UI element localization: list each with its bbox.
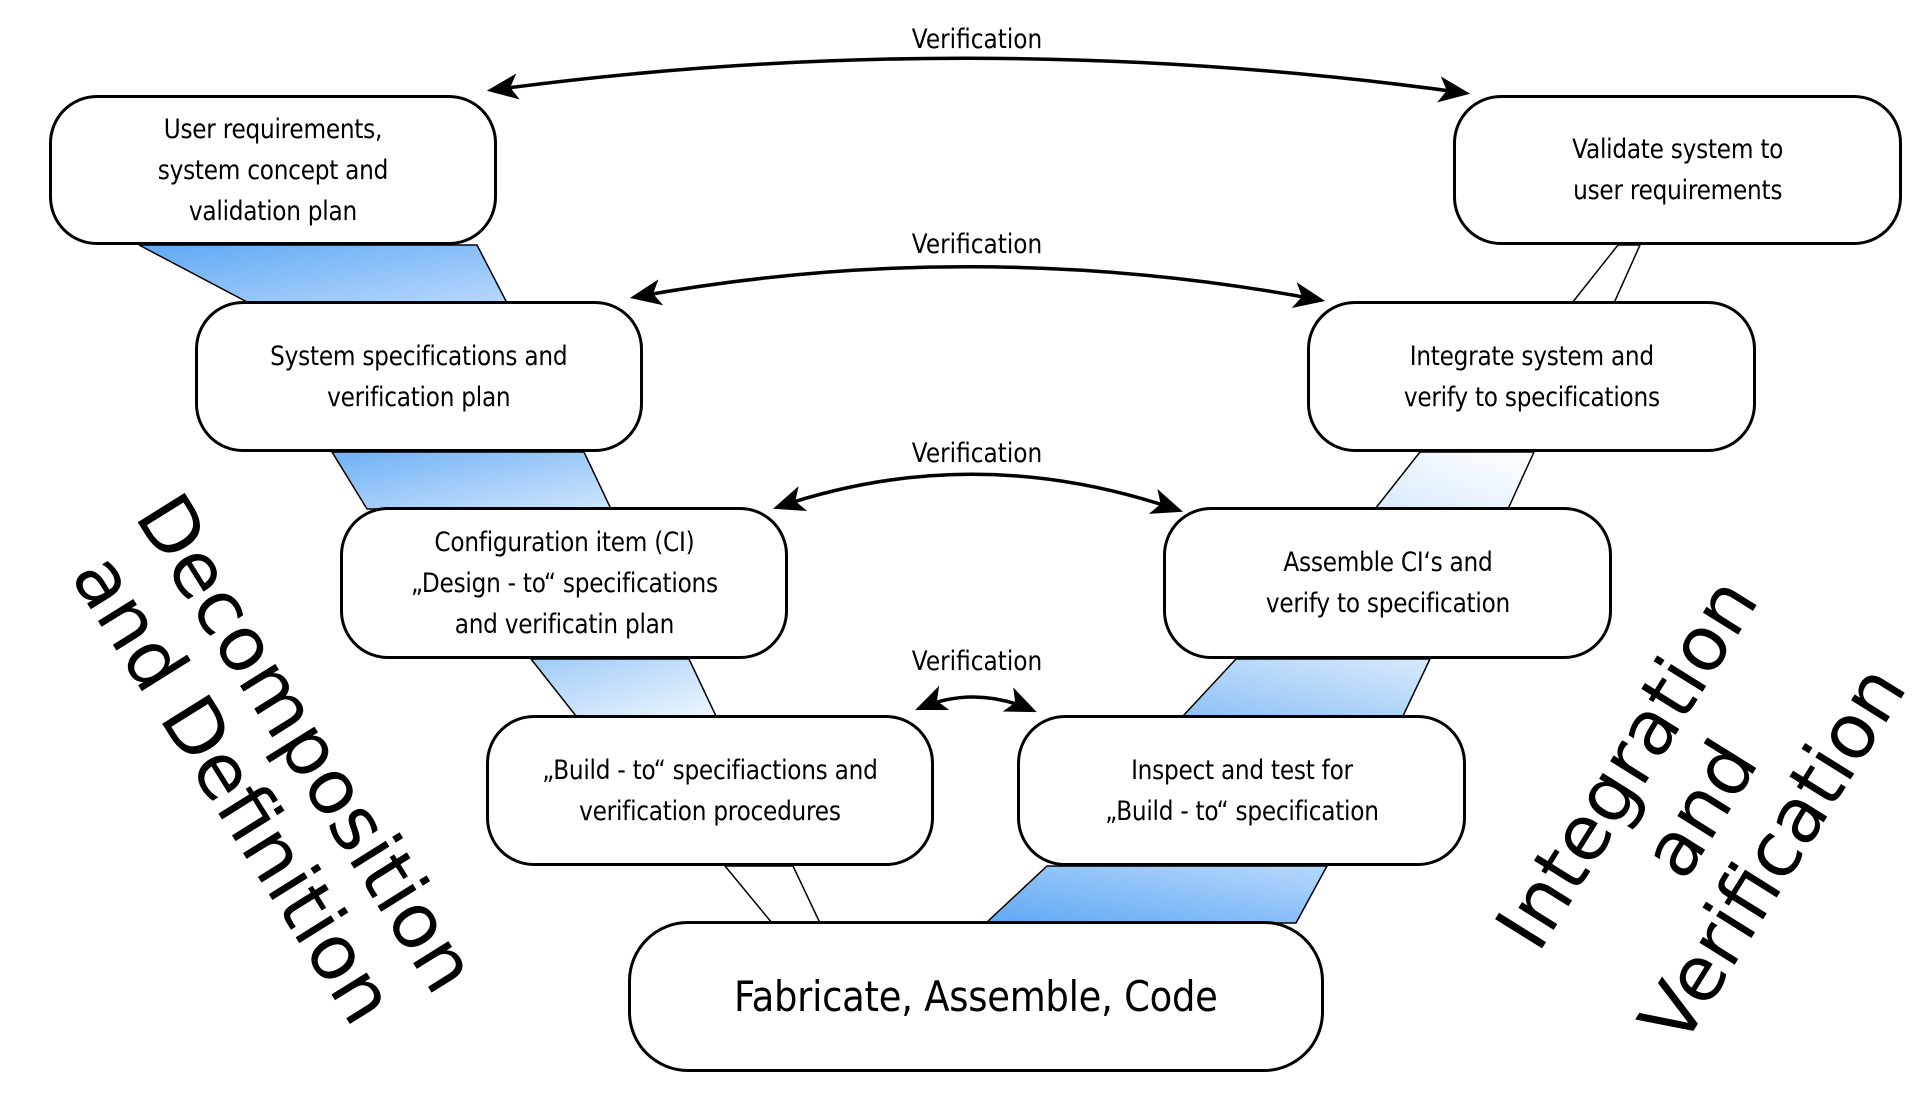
- connector-band-right-3: [1181, 658, 1432, 717]
- box-label: Inspect and test for „Build - to“ specif…: [1104, 754, 1379, 827]
- verification-label-3: Verification: [911, 438, 1043, 469]
- connector-band-right-2: [1373, 451, 1536, 510]
- box-label: Validate system to user requirements: [1572, 134, 1783, 206]
- box-label: Fabricate, Assemble, Code: [734, 971, 1218, 1021]
- verification-label-2: Verification: [911, 229, 1043, 260]
- connector-band-left-4: [723, 865, 822, 924]
- box-validate-system: Validate system to user requirements: [1453, 95, 1902, 245]
- box-integrate-system: Integrate system and verify to specifica…: [1307, 301, 1756, 452]
- connector-band-left-3: [529, 658, 718, 717]
- box-inspect-test: Inspect and test for „Build - to“ specif…: [1017, 715, 1466, 866]
- box-label: Integrate system and verify to specifica…: [1403, 340, 1660, 413]
- box-label: System specifications and verification p…: [270, 340, 568, 413]
- connector-band-right-1: [1570, 244, 1642, 304]
- connector-band-right-4: [984, 865, 1329, 924]
- verification-arrow-3: [773, 472, 1183, 514]
- box-system-specifications: System specifications and verification p…: [195, 301, 643, 452]
- box-label: Configuration item (CI) „Design - to“ sp…: [410, 526, 718, 640]
- box-label: Assemble CI‘s and verify to specificatio…: [1265, 547, 1510, 619]
- box-assemble-cis: Assemble CI‘s and verify to specificatio…: [1163, 507, 1612, 659]
- verification-arrow-2: [629, 264, 1326, 309]
- box-label: User requirements, system concept and va…: [157, 113, 389, 227]
- box-user-requirements: User requirements, system concept and va…: [49, 95, 497, 245]
- box-label: „Build - to“ specifiactions and verifica…: [542, 754, 878, 827]
- verification-arrow-1: [486, 56, 1471, 103]
- connector-band-left-2: [330, 451, 613, 510]
- box-configuration-item: Configuration item (CI) „Design - to“ sp…: [340, 507, 788, 659]
- verification-label-1: Verification: [911, 24, 1043, 55]
- box-fabricate: Fabricate, Assemble, Code: [628, 921, 1324, 1072]
- connector-band-left-1: [138, 244, 509, 304]
- box-build-to: „Build - to“ specifiactions and verifica…: [486, 715, 934, 866]
- verification-label-4: Verification: [911, 646, 1043, 677]
- verification-arrow-4: [915, 685, 1037, 713]
